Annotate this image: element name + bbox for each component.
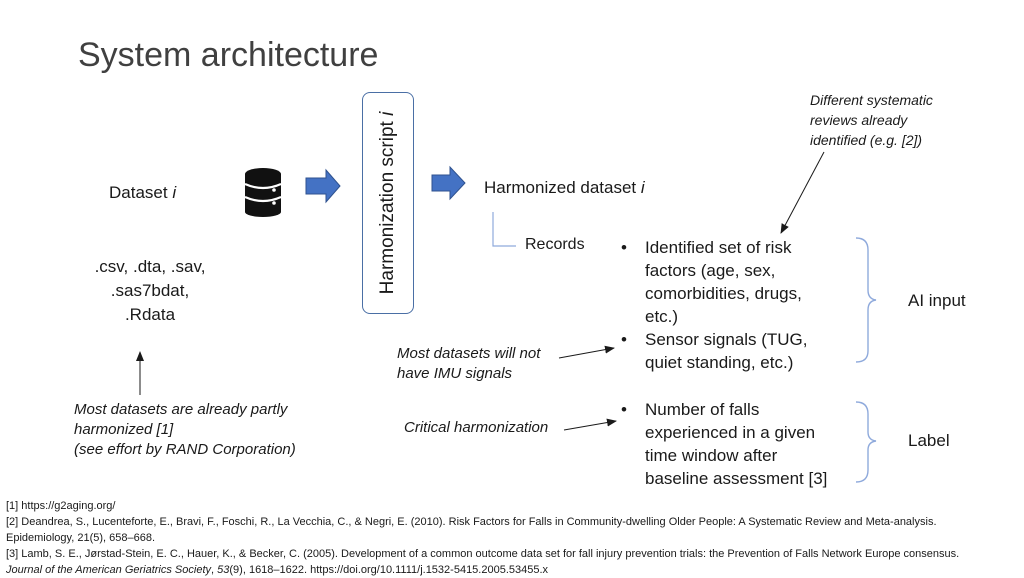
label-label: Label <box>908 431 950 450</box>
records-label: Records <box>525 236 585 253</box>
harmonized-dataset-label: Harmonized dataset i <box>484 178 645 197</box>
dataset-label: Dataset i <box>109 183 177 202</box>
block-arrow-2 <box>431 165 466 201</box>
harmonization-script-label: Harmonization script i <box>377 111 398 295</box>
ai-input-brace <box>855 237 877 363</box>
reference-1: [1] https://g2aging.org/ <box>6 500 116 512</box>
reference-3: [3] Lamb, S. E., Jørstad-Stein, E. C., H… <box>6 548 960 560</box>
note-systematic-reviews: Different systematic reviews already ide… <box>810 92 933 148</box>
references: [1] https://g2aging.org/ [2] Deandrea, S… <box>6 498 1020 578</box>
ai-input-label: AI input <box>908 291 966 310</box>
harmonization-script-box: Harmonization script i <box>362 92 414 314</box>
critical-arrow <box>563 418 617 431</box>
note-imu-signals: Most datasets will not have IMU signals <box>397 345 541 382</box>
note-partly-harmonized: Most datasets are already partly harmoni… <box>74 401 296 458</box>
block-arrow-1 <box>305 168 341 204</box>
bullet-number-of-falls: • Number of falls experienced in a given… <box>621 400 828 488</box>
records-connector <box>492 212 516 247</box>
reference-2-cont: Epidemiology, 21(5), 658–668. <box>6 532 156 544</box>
ai-input-bullet-list: • Identified set of risk factors (age, s… <box>621 236 808 374</box>
bullet-risk-factors: • Identified set of risk factors (age, s… <box>621 238 802 326</box>
label-bullet-list: • Number of falls experienced in a given… <box>621 398 827 490</box>
database-icon <box>244 168 282 217</box>
imu-arrow <box>558 345 615 359</box>
reference-3-cont: Journal of the American Geriatrics Socie… <box>6 564 549 576</box>
note-critical-harmonization: Critical harmonization <box>404 419 549 436</box>
dataset-formats: .csv, .dta, .sav, .sas7bdat, .Rdata <box>94 257 206 324</box>
bullet-sensor-signals: • Sensor signals (TUG, quiet standing, e… <box>621 330 808 372</box>
reference-2: [2] Deandrea, S., Lucenteforte, E., Brav… <box>6 516 937 528</box>
label-brace <box>855 401 877 483</box>
reviews-arrow <box>780 151 825 234</box>
page-title: System architecture <box>78 36 379 74</box>
